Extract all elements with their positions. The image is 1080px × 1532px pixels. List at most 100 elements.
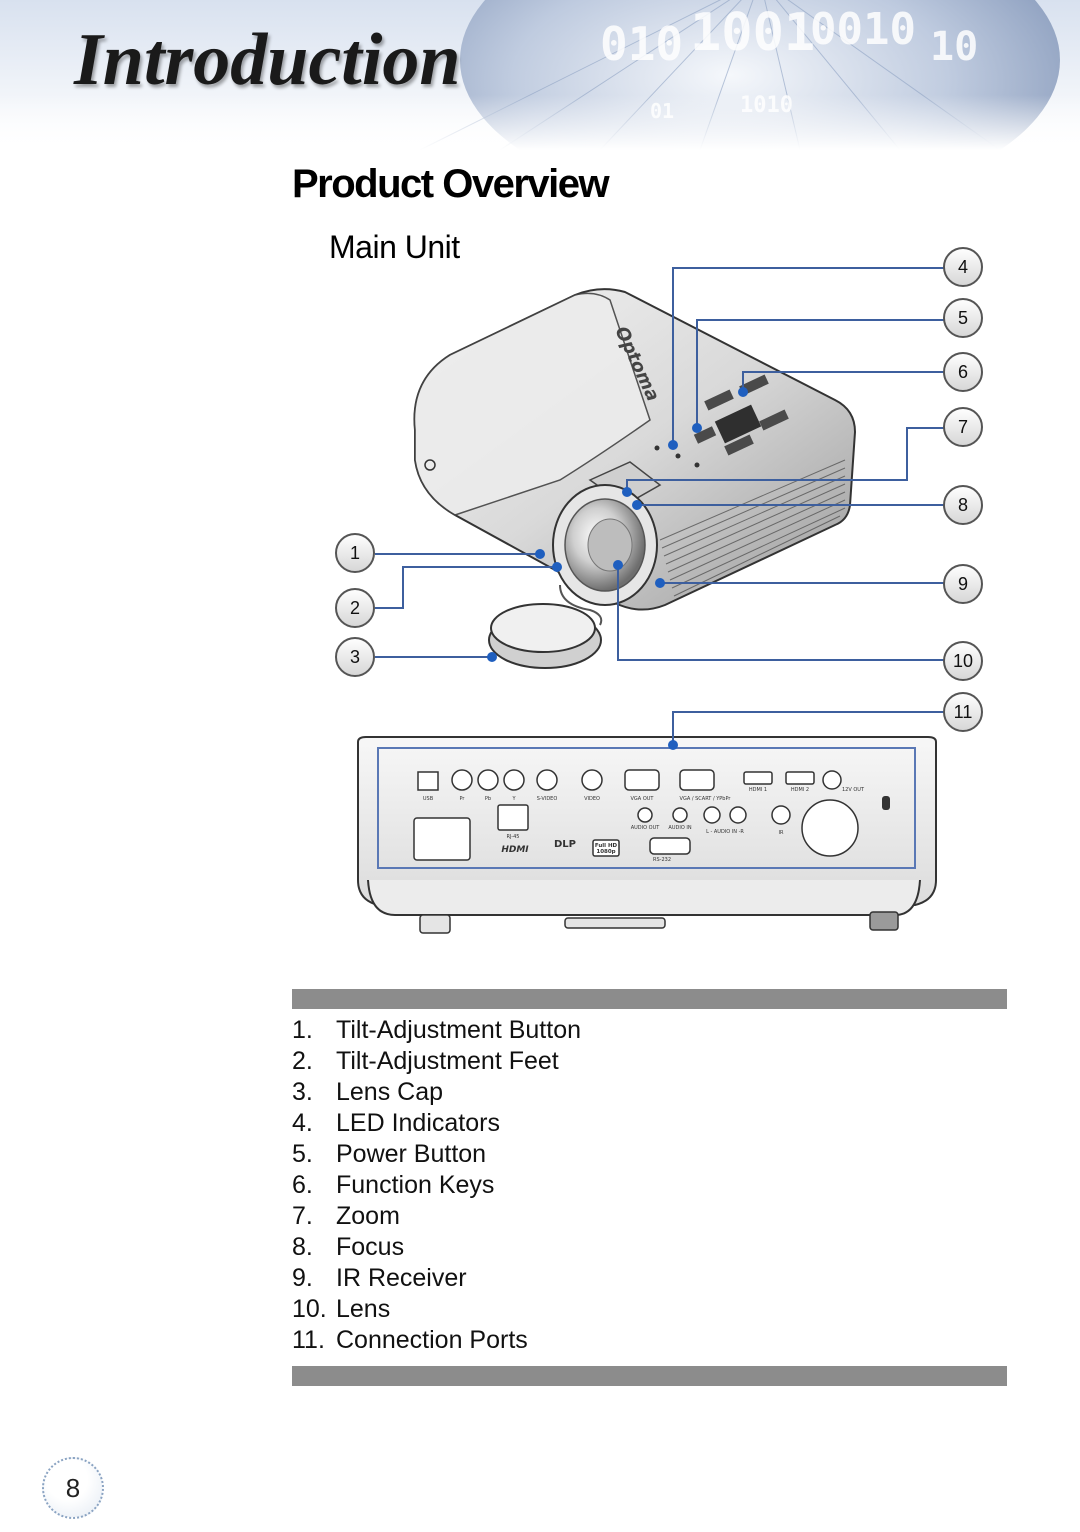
legend-item: 9. IR Receiver (292, 1263, 581, 1294)
ports-highlight-frame (377, 747, 916, 869)
legend-item: 8. Focus (292, 1232, 581, 1263)
callout-7: 7 (943, 407, 983, 447)
led-indicators (654, 445, 700, 468)
callout-markers: 4 5 6 7 8 9 10 11 1 2 3 (335, 247, 983, 732)
port-label-ir: IR (779, 830, 784, 836)
callout-6: 6 (943, 352, 983, 392)
svg-text:1: 1 (350, 543, 360, 563)
port-label-l-audio-r: L - AUDIO IN -R (706, 829, 744, 835)
svg-text:2: 2 (350, 598, 360, 618)
legend-item: 10. Lens (292, 1294, 581, 1325)
legend-item-number: 8. (292, 1233, 313, 1261)
full-hd-badge-line2: 1080p (596, 849, 615, 855)
legend-item-number: 2. (292, 1047, 313, 1075)
full-hd-badge-line1: Full HD (595, 843, 618, 849)
divider-bar-bottom (292, 1366, 1007, 1386)
port-label-y: Y (511, 796, 516, 802)
callout-10: 10 (943, 641, 983, 681)
svg-text:5: 5 (958, 308, 968, 328)
legend-item-label: Focus (336, 1233, 405, 1261)
callout-8: 8 (943, 485, 983, 525)
legend-item-number: 5. (292, 1140, 313, 1168)
callout-4: 4 (943, 247, 983, 287)
speaker-grille (801, 799, 859, 857)
callout-9: 9 (943, 564, 983, 604)
port-label-vga-scart: VGA / SCART / YPbPr (680, 796, 732, 802)
legend-item: 1. Tilt-Adjustment Button (292, 1015, 581, 1046)
leader-dots (487, 387, 748, 750)
subsection-title: Main Unit (329, 229, 460, 265)
chapter-title: Introduction (74, 19, 461, 101)
port-label-12v: 12V OUT (842, 787, 865, 793)
rs232-port (649, 837, 691, 855)
component-legend: 1. Tilt-Adjustment Button 2. Tilt-Adjustme… (292, 1015, 581, 1356)
legend-item: 2. Tilt-Adjustment Feet (292, 1046, 581, 1077)
port-label-video: VIDEO (584, 796, 600, 802)
legend-item-number: 1. (292, 1016, 313, 1044)
legend-item-label: Connection Ports (336, 1326, 528, 1354)
legend-item-number: 4. (292, 1109, 313, 1137)
port-label-rj45: RJ-45 (507, 834, 520, 840)
binary-text-2: 1001 (690, 3, 815, 63)
legend-item-label: Function Keys (336, 1171, 495, 1199)
callout-2: 2 (335, 588, 375, 628)
callout-3: 3 (335, 637, 375, 677)
power-socket (413, 817, 471, 861)
lock-slot (882, 796, 890, 810)
legend-item-number: 10. (292, 1295, 327, 1323)
legend-item-number: 3. (292, 1078, 313, 1106)
divider-bar-top (292, 989, 1007, 1009)
page-number: 8 (42, 1457, 104, 1519)
svg-text:10: 10 (953, 651, 973, 671)
legend-item-label: Tilt-Adjustment Feet (336, 1047, 559, 1075)
svg-text:3: 3 (350, 647, 360, 667)
legend-item-label: IR Receiver (336, 1264, 467, 1292)
hdmi-logo: HDMI (501, 845, 529, 855)
lens-cap (488, 584, 603, 669)
legend-item-label: Power Button (336, 1140, 487, 1168)
legend-item-label: Tilt-Adjustment Button (336, 1016, 582, 1044)
port-label-pb: Pb (485, 796, 491, 802)
legend-item: 4. LED Indicators (292, 1108, 581, 1139)
rear-panel: USB Pr Pb Y S-VIDEO VIDEO VGA OUT VGA / … (357, 736, 937, 934)
legend-item: 7. Zoom (292, 1201, 581, 1232)
port-label-hdmi1: HDMI 1 (749, 787, 767, 793)
legend-item-number: 9. (292, 1264, 313, 1292)
callout-1: 1 (335, 533, 375, 573)
svg-text:4: 4 (958, 257, 968, 277)
legend-item-number: 6. (292, 1171, 313, 1199)
legend-item-label: LED Indicators (336, 1109, 500, 1137)
binary-text-1: 010 (600, 17, 683, 71)
binary-text-3: 0010 (810, 4, 916, 55)
rj45-port (497, 804, 529, 831)
legend-item-number: 7. (292, 1202, 313, 1230)
svg-text:6: 6 (958, 362, 968, 382)
leader-lines (375, 267, 945, 745)
port-label-usb: USB (423, 796, 434, 802)
usb-port (417, 771, 439, 791)
svg-text:9: 9 (958, 574, 968, 594)
port-label-hdmi2: HDMI 2 (791, 787, 809, 793)
legend-item: 5. Power Button (292, 1139, 581, 1170)
svg-text:11: 11 (954, 702, 973, 722)
port-label-vga-out: VGA OUT (631, 796, 655, 802)
projector-diagram: Optoma (335, 247, 983, 934)
port-label-rs232: RS-232 (653, 857, 671, 863)
port-label-audio-out: AUDIO OUT (631, 825, 661, 831)
legend-item: 6. Function Keys (292, 1170, 581, 1201)
dlp-logo: DLP (554, 839, 576, 850)
legend-item-number: 11. (292, 1326, 325, 1354)
port-label-pr: Pr (460, 796, 466, 802)
callout-5: 5 (943, 298, 983, 338)
svg-text:7: 7 (958, 417, 968, 437)
legend-item: 11. Connection Ports (292, 1325, 581, 1356)
binary-text-4: 10 (930, 24, 978, 70)
section-title: Product Overview (292, 162, 610, 206)
legend-item: 3.Lens Cap (292, 1077, 581, 1108)
port-label-audio-in: AUDIO IN (668, 825, 691, 831)
legend-item-label: Lens (336, 1295, 391, 1323)
function-keys (693, 374, 789, 456)
legend-item-label: Zoom (336, 1202, 400, 1230)
